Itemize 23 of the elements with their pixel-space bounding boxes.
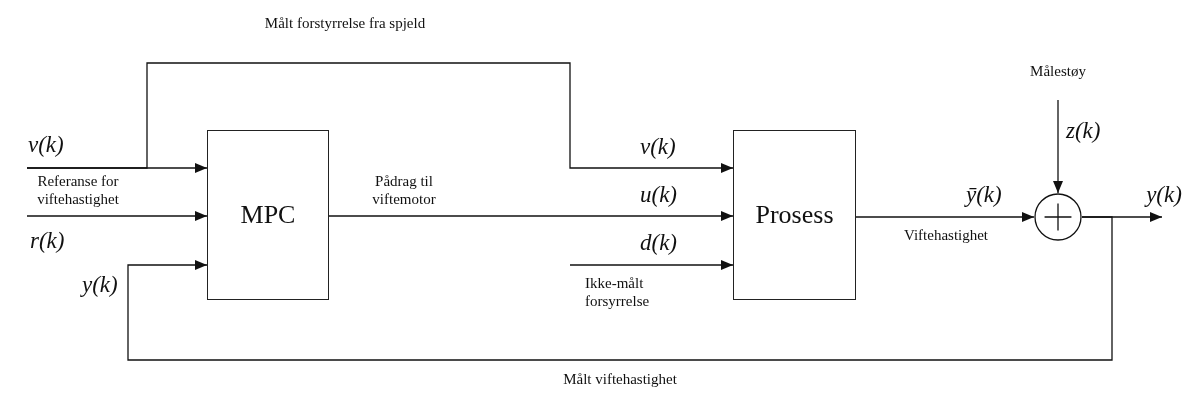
arrow [26, 211, 208, 221]
signal-label: v(k) [28, 132, 64, 158]
signal-label: u(k) [640, 182, 678, 208]
signal-label: y(k) [1146, 182, 1182, 208]
edge-label: Målt viftehastighet [561, 370, 679, 388]
arrow [855, 212, 1035, 222]
signal-label: r(k) [30, 228, 65, 254]
signal-label: z(k) [1066, 118, 1101, 144]
signal-label: y(k) [82, 272, 118, 298]
arrow [569, 260, 734, 270]
node-label: Målestøy [1030, 62, 1086, 80]
edge-label: Målt forstyrrelse fra spjeld [262, 14, 428, 32]
signal-label: d(k) [640, 230, 678, 256]
edge-label: Viftehastighet [901, 226, 991, 244]
signal-label: v(k) [640, 134, 676, 160]
arrow [328, 211, 734, 221]
arrow [1053, 99, 1063, 194]
arrow [127, 216, 1113, 361]
block: Prosess [733, 130, 856, 300]
block: MPC [207, 130, 329, 300]
arrow [26, 62, 734, 173]
signal-label: ȳ(k) [966, 182, 1002, 208]
summing-junction [1034, 193, 1082, 241]
